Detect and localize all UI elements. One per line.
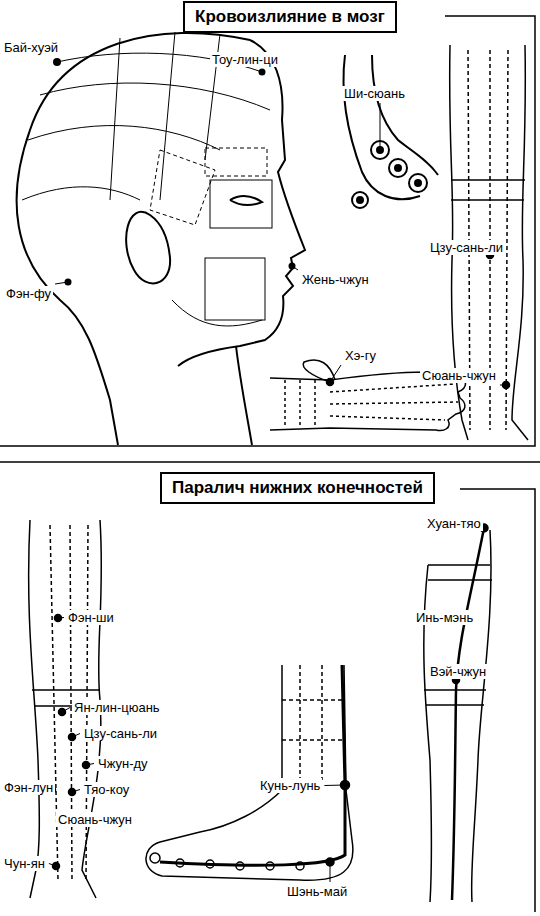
leg-figure — [452, 528, 484, 900]
panel-title: Паралич нижних конечностей — [172, 478, 423, 498]
acupoint-label: Бай-хуэй — [2, 40, 60, 55]
finger-figure — [395, 165, 401, 171]
acupoint-label: Инь-мэнь — [414, 610, 475, 625]
leader-line — [380, 103, 381, 148]
finger-figure — [372, 55, 438, 175]
leg-figure — [512, 45, 528, 440]
head-figure — [17, 33, 305, 445]
leader-line — [58, 617, 64, 619]
acupoint-dot — [53, 58, 61, 66]
panel-frame — [0, 461, 540, 463]
leader-line — [292, 266, 298, 270]
leg-figure — [472, 530, 491, 902]
acupoint-label: Ян-лин-цюань — [72, 700, 162, 715]
hand-figure — [330, 384, 458, 420]
leader-line — [330, 862, 331, 882]
finger-figure — [344, 55, 420, 199]
leader-line — [324, 785, 345, 787]
leg-figure — [424, 524, 492, 902]
leader-line — [55, 282, 68, 284]
acupoint-label: Вэй-чжун — [428, 664, 488, 679]
panel-title: Кровоизлияние в мозг — [195, 7, 385, 27]
head-zones — [210, 180, 272, 228]
head-figure — [236, 346, 252, 445]
foot-figure — [160, 665, 345, 865]
head-zones — [110, 38, 120, 200]
foot-figure — [300, 665, 322, 780]
head-zones — [205, 258, 265, 320]
acupoint-label: Хуан-тяо — [425, 516, 483, 531]
head-zones — [22, 187, 140, 200]
foot-figure — [236, 862, 244, 870]
acupoint-label: Цзу-сань-ли — [428, 240, 505, 255]
leader-line — [49, 864, 56, 867]
acupoint-label: Чун-ян — [2, 856, 47, 871]
foot-figure — [146, 665, 353, 880]
acupoint-label: Чжун-ду — [96, 756, 150, 771]
title-box: Кровоизлияние в мозг — [183, 1, 397, 33]
acupoint-label: Кунь-лунь — [258, 778, 322, 793]
head-figure — [230, 196, 262, 205]
panel-frame — [460, 489, 535, 912]
acupoint-dot — [259, 69, 266, 76]
acupoint-label: Сюань-чжун — [420, 368, 498, 383]
acupoint-label: Фэн-фу — [4, 286, 53, 301]
foot-figure — [282, 700, 344, 740]
hand-figure — [285, 380, 315, 428]
head-zones — [172, 300, 262, 326]
finger-figure — [357, 197, 363, 203]
head-zones — [205, 148, 267, 176]
leg-figure — [29, 520, 40, 898]
title-box: Паралич нижних конечностей — [160, 472, 435, 504]
finger-figure — [415, 180, 421, 186]
acupoint-label: Сюань-чжун — [56, 812, 134, 827]
acupoint-label: Ши-сюань — [342, 86, 407, 101]
foot-figure — [266, 862, 274, 870]
acupoint-label: Цзу-сань-ли — [82, 726, 159, 741]
foot-figure — [150, 853, 160, 863]
acupoint-dot — [53, 58, 296, 286]
head-zones — [40, 83, 270, 110]
acupoint-label: Тяо-коу — [82, 782, 131, 797]
leg-figure — [424, 565, 492, 705]
leader-line — [330, 365, 341, 382]
acupoint-label: Хэ-гу — [343, 348, 378, 363]
panel-frame — [0, 16, 540, 912]
head-zones — [160, 32, 175, 200]
head-zones — [22, 32, 272, 326]
panel-frame — [0, 16, 535, 446]
leader-line — [72, 734, 80, 738]
acupoint-label: Тоу-лин-ци — [210, 52, 280, 67]
leader-line — [72, 790, 80, 793]
head-zones — [28, 126, 220, 150]
head-figure — [126, 212, 170, 283]
leader-line — [86, 764, 94, 766]
head-zones — [150, 150, 215, 225]
foot-figure — [176, 859, 184, 867]
leader-line — [62, 708, 70, 713]
finger-figure — [409, 174, 427, 192]
leg-figure — [451, 180, 525, 200]
finger-figure — [352, 192, 368, 208]
finger-figure — [389, 159, 407, 177]
finger-figure — [344, 55, 438, 208]
acupoint-label: Фэн-ши — [66, 610, 116, 625]
leader-line — [500, 385, 506, 386]
acupoint-label: Фэн-лун — [2, 780, 55, 795]
acupoint-label: Шэнь-май — [285, 884, 349, 899]
head-figure — [17, 33, 250, 445]
foot-figure — [296, 862, 304, 870]
foot-figure — [146, 665, 353, 880]
foot-figure — [206, 860, 214, 868]
acupoint-label: Жень-чжун — [300, 272, 371, 287]
